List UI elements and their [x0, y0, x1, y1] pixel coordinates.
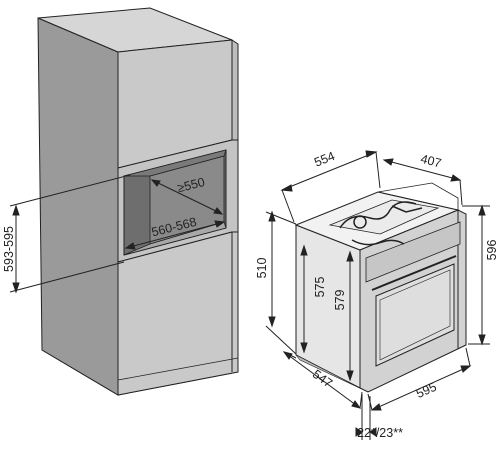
niche-ceiling — [123, 149, 227, 177]
oven-top-depth-label: 554 — [312, 149, 337, 170]
oven-height-right-label: 596 — [485, 240, 499, 261]
cabinet-side-panel — [37, 17, 119, 396]
oven-top-width-label: 407 — [419, 152, 443, 171]
oven-top-connector-icon — [339, 201, 423, 246]
niche-dimension-lines — [9, 174, 226, 294]
oven — [294, 182, 467, 393]
oven-door-handle — [371, 255, 457, 291]
oven-height-body-label: 575 — [313, 277, 327, 298]
tall-cabinet — [37, 7, 239, 396]
niche-height-label: 593-595 — [2, 226, 16, 272]
oven-rear-outline — [377, 182, 459, 211]
oven-door-window — [375, 263, 455, 367]
cabinet-right-edge-upper — [231, 39, 239, 141]
niche-depth-label: ≥550 — [176, 175, 206, 195]
oven-dimension-lines — [265, 150, 490, 440]
oven-bottom-width-label: 595 — [414, 380, 439, 401]
oven-fascia-depth-label: 22*/23** — [357, 426, 403, 440]
oven-height-front-label: 579 — [333, 290, 347, 311]
oven-height-left-label: 510 — [255, 258, 269, 279]
cabinet-lower-front — [117, 231, 239, 396]
oven-control-panel — [365, 221, 461, 283]
cabinet-plinth-line — [117, 357, 239, 381]
